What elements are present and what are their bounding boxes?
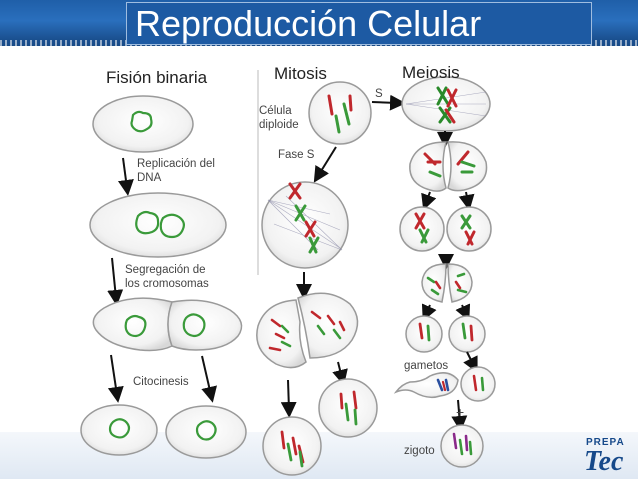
bacterial-chromosome-3a bbox=[124, 314, 147, 338]
column-title-meiosis: Meiosis bbox=[402, 63, 460, 82]
arrow-meiosis-5 bbox=[463, 351, 478, 374]
anaphase-chromatids-right-green bbox=[316, 324, 342, 340]
bacterial-chromosome-1 bbox=[130, 110, 153, 133]
meiosis1-chromosomes-red bbox=[444, 88, 458, 124]
label-chromosome-segregation: Segregación de los cromosomas bbox=[125, 263, 209, 291]
arrow-phase-s bbox=[313, 146, 337, 183]
meiosis5-chromosomes-a bbox=[418, 322, 424, 340]
bacterial-chromosome-2a bbox=[135, 210, 160, 235]
chromosome-red-1 bbox=[327, 94, 334, 116]
sperm-chromosomes bbox=[436, 378, 450, 392]
egg-gamete bbox=[460, 366, 496, 402]
chromosome-green-3 bbox=[294, 204, 307, 222]
label-zygote: zigoto bbox=[404, 445, 435, 457]
daughter2-chromosomes bbox=[339, 390, 358, 410]
daughter-cell-1 bbox=[80, 404, 158, 456]
meiosis4-chromatids bbox=[426, 272, 468, 296]
meiosis5-chromosomes-b-red bbox=[469, 324, 474, 342]
meiosis-cell-2b bbox=[447, 141, 488, 192]
label-dna-replication: Replicación del DNA bbox=[137, 157, 215, 185]
arrow-meiosis-s bbox=[371, 94, 406, 111]
meiosis1-chromosomes bbox=[436, 86, 452, 124]
arrow-meiosis-2b bbox=[458, 191, 475, 211]
label-phase-s: Fase S bbox=[278, 149, 315, 161]
mitosis-cell-anaphase-b bbox=[297, 292, 359, 359]
meiosis-cell-4b bbox=[447, 263, 473, 303]
meiosis-cell-2a bbox=[409, 141, 447, 192]
daughter1-chromosomes-green bbox=[286, 442, 304, 468]
chromosome-red-4 bbox=[304, 220, 317, 238]
meiosis2-chromosomes-red bbox=[423, 150, 470, 166]
daughter-chromosome-1 bbox=[108, 418, 131, 439]
meiosis2-chromosomes-green bbox=[428, 160, 476, 178]
slide-title: Reproducción Celular bbox=[135, 3, 482, 44]
mitosis-cell-diploid bbox=[308, 81, 372, 145]
title-box: Reproducción Celular bbox=[126, 2, 592, 45]
meiosis5-chromosomes-a-green bbox=[426, 324, 431, 342]
egg-chromosomes bbox=[472, 374, 478, 392]
arrow-meiosis-2a bbox=[421, 191, 437, 211]
arrow-meiosis-4b bbox=[455, 303, 471, 322]
label-gametes: gametos bbox=[404, 360, 449, 372]
sperm-gamete bbox=[393, 372, 459, 399]
label-segregation-line1: Segregación de bbox=[125, 264, 206, 276]
label-diploid-line2: diploide bbox=[259, 119, 299, 131]
logo-tec: Tec bbox=[584, 446, 624, 477]
daughter-chromosome-2 bbox=[195, 420, 217, 441]
bacterium-cell-3 bbox=[92, 297, 173, 352]
label-plus: + bbox=[456, 404, 465, 420]
chromosome-green-4 bbox=[308, 236, 320, 254]
arrow-cytokinesis bbox=[107, 354, 124, 403]
label-diploid-line1: Célula bbox=[259, 105, 292, 117]
column-title-mitosis: Mitosis bbox=[274, 64, 327, 83]
meiosis3-chromosomes-b-red bbox=[464, 230, 476, 246]
label-dna-replication-line2: DNA bbox=[137, 172, 162, 184]
zygote-chromosomes bbox=[452, 432, 469, 452]
meiosis4-chromatids-red bbox=[434, 280, 462, 290]
sperm-chromosomes-red bbox=[441, 380, 447, 392]
anaphase-chromatids-left-green bbox=[280, 324, 292, 348]
anaphase-chromatids-left bbox=[268, 318, 286, 352]
label-meiosis-s: S bbox=[375, 88, 383, 100]
arrow-cytokinesis-2 bbox=[201, 355, 217, 403]
arrow-mitosis-left bbox=[280, 379, 297, 418]
label-cytokinesis: Citocinesis bbox=[133, 376, 189, 388]
mitosis-daughter-cell-1 bbox=[262, 416, 322, 476]
meiosis3-chromosomes-a bbox=[414, 212, 426, 230]
anaphase-chromatids-right bbox=[310, 310, 346, 332]
arrow-meiosis-4a bbox=[421, 303, 437, 322]
bacterial-chromosome-3b bbox=[182, 313, 206, 338]
egg-chromosomes-green bbox=[480, 376, 485, 392]
meiosis-column bbox=[371, 76, 496, 468]
column-title-binary-fission: Fisión binaria bbox=[106, 68, 208, 87]
label-segregation-line2: los cromosomas bbox=[125, 278, 209, 290]
meiosis5-chromosomes-b bbox=[461, 322, 467, 340]
chromosome-green-2 bbox=[334, 114, 341, 134]
mitosis-cell-anaphase-a bbox=[256, 299, 307, 369]
meiosis3-chromosomes-a-green bbox=[418, 228, 430, 244]
arrow-fertilization bbox=[451, 399, 468, 432]
meiosis-cell-5a bbox=[405, 315, 443, 353]
meiosis-cell-5b bbox=[448, 315, 486, 353]
mitosis-column bbox=[256, 81, 378, 476]
arrow-segregation bbox=[107, 257, 124, 306]
label-dna-replication-line1: Replicación del bbox=[137, 158, 215, 170]
chromosome-red-3 bbox=[288, 182, 302, 200]
label-diploid-cell: Célula diploide bbox=[259, 104, 299, 132]
meiosis3-chromosomes-b bbox=[460, 214, 472, 230]
chromosome-green-1 bbox=[342, 102, 351, 126]
zygote-chromosomes-green bbox=[458, 438, 473, 456]
bacterial-chromosome-2b bbox=[159, 213, 185, 239]
bacterium-cell-1 bbox=[92, 95, 194, 153]
arrow-replication bbox=[118, 157, 134, 196]
binary-fission-column bbox=[80, 95, 247, 459]
daughter2-chromosomes-green bbox=[344, 402, 358, 426]
meiosis-cell-3a bbox=[399, 206, 445, 252]
chromosome-red-2 bbox=[348, 94, 353, 112]
logo-prepa: PREPA bbox=[586, 437, 625, 448]
arrow-mitosis-right bbox=[332, 361, 348, 386]
mitosis-daughter-cell-2 bbox=[318, 378, 378, 438]
daughter-cell-2 bbox=[165, 405, 247, 459]
